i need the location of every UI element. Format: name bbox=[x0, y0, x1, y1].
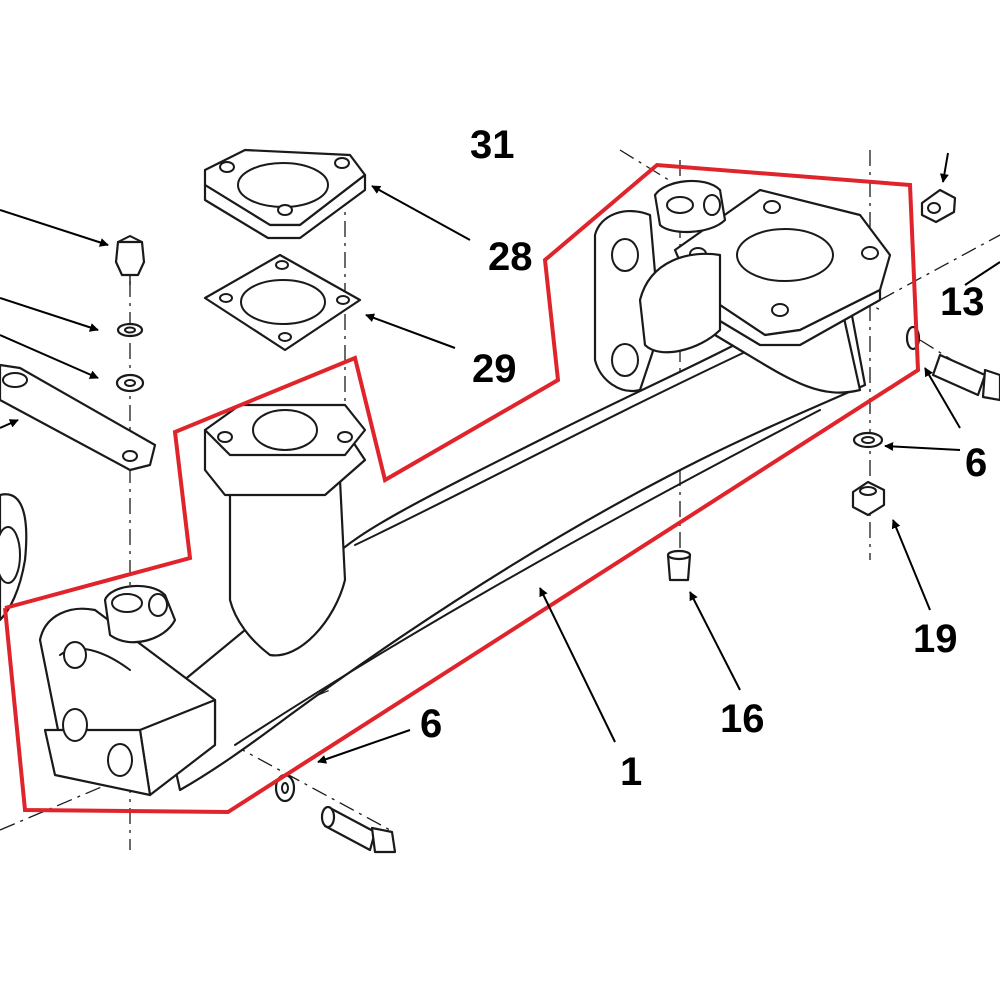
callout-13: 13 bbox=[940, 280, 985, 324]
callout-19: 19 bbox=[913, 617, 958, 661]
callout-28: 28 bbox=[488, 235, 533, 279]
gasket-part-29 bbox=[203, 253, 362, 352]
callout-31-partial: 31 bbox=[470, 123, 515, 167]
callout-29: 29 bbox=[472, 347, 517, 391]
callout-1: 1 bbox=[620, 750, 642, 794]
right-hardware bbox=[666, 188, 1000, 582]
leader-arrows bbox=[0, 152, 1000, 764]
highlight-outline bbox=[3, 162, 921, 815]
callout-16: 16 bbox=[720, 697, 765, 741]
callout-6-right: 6 bbox=[965, 441, 987, 485]
exhaust-manifold-part-1 bbox=[38, 179, 892, 797]
callout-6-bottom: 6 bbox=[420, 702, 442, 746]
left-bolt-and-washers bbox=[0, 235, 157, 622]
bottom-bolt-and-washer bbox=[274, 773, 397, 854]
callout-labels: 28 29 13 6 19 16 6 1 31 bbox=[420, 123, 987, 794]
flange-part-28 bbox=[203, 148, 367, 240]
